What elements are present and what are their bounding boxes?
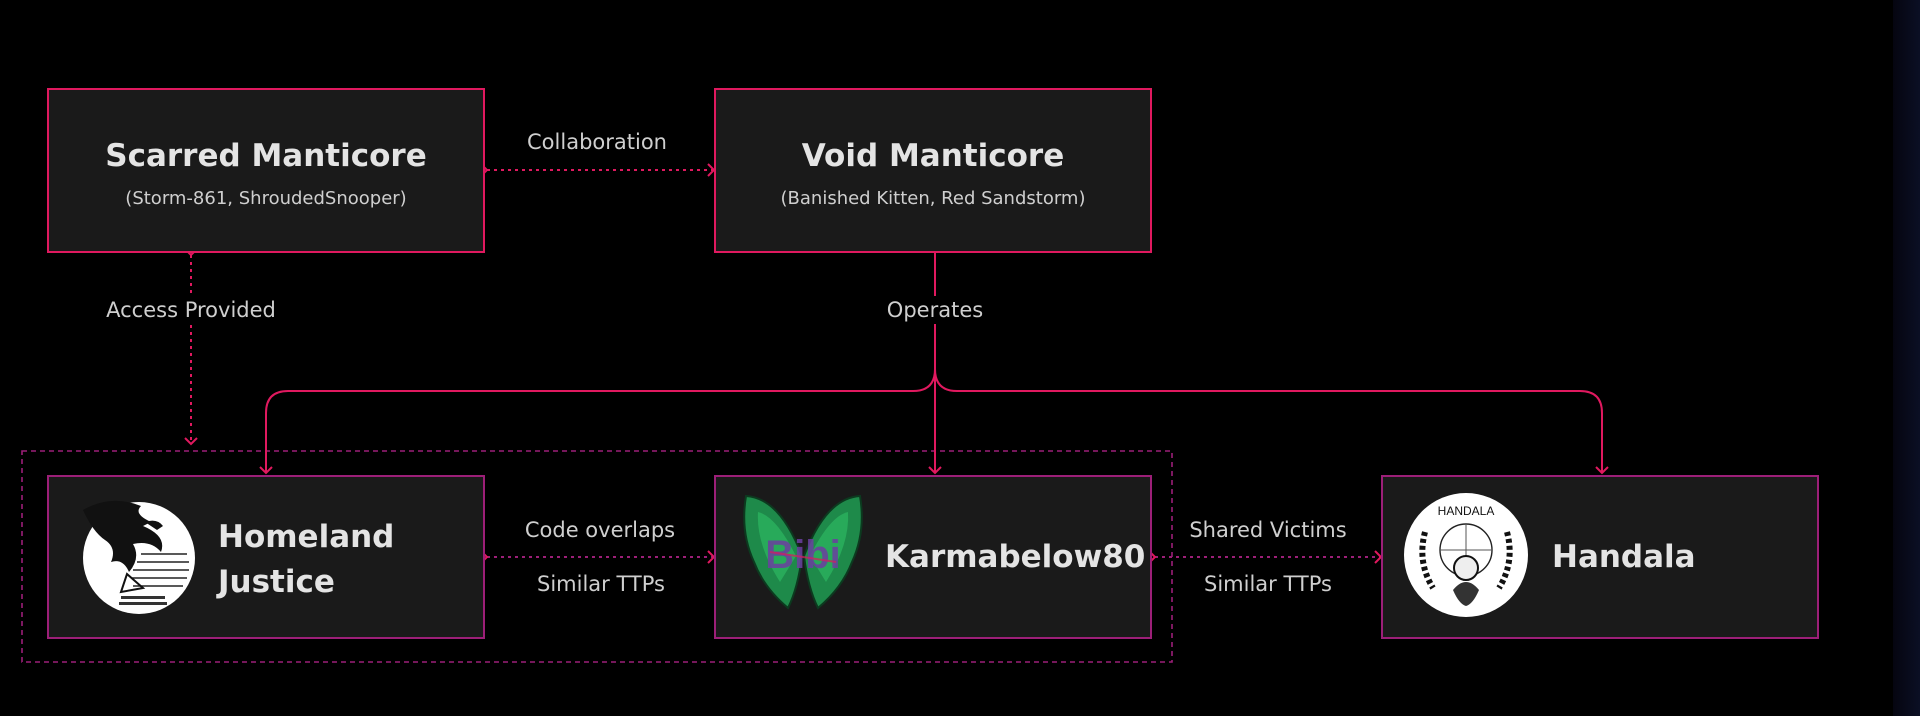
edge-label-access-provided: Access Provided (102, 296, 280, 324)
right-edge-band (1893, 0, 1920, 716)
edge-label-similar-ttps: Similar TTPs (1204, 572, 1332, 596)
operates-edge-homeland (259, 368, 936, 475)
edge-label-collaboration: Collaboration (527, 130, 667, 154)
node-title: Void Manticore (801, 138, 1065, 174)
karmabelow80-title: Karmabelow80 (885, 539, 1146, 575)
handala-title: Handala (1552, 539, 1696, 575)
node-void-manticore: Void Manticore (Banished Kitten, Red San… (714, 88, 1152, 253)
homeland-justice-eagle-icon (71, 492, 197, 618)
svg-text:Bibi: Bibi (765, 533, 841, 577)
edge-label-shared-victims: Shared Victims (1189, 518, 1347, 542)
node-homeland-justice: Homeland Justice (47, 475, 485, 639)
edge-label-operates: Operates (882, 296, 988, 324)
handala-emblem-icon: HANDALA (1403, 492, 1529, 618)
node-aliases: (Banished Kitten, Red Sandstorm) (780, 188, 1086, 209)
edge-label-similar-ttps: Similar TTPs (537, 572, 665, 596)
node-karmabelow80: Bibi Karmabelow80 (714, 475, 1152, 639)
operates-edge-handala (934, 368, 1609, 475)
edge-label-code-overlaps: Code overlaps (524, 518, 676, 542)
green-butterfly-icon: Bibi (740, 492, 866, 618)
svg-text:HANDALA: HANDALA (1438, 504, 1495, 518)
node-scarred-manticore: Scarred Manticore (Storm-861, ShroudedSn… (47, 88, 485, 253)
homeland-title-line2: Justice (218, 564, 335, 600)
homeland-title-line1: Homeland (218, 519, 395, 555)
node-aliases: (Storm-861, ShroudedSnooper) (125, 188, 407, 209)
node-title: Scarred Manticore (105, 138, 427, 174)
node-handala: HANDALA Handala (1381, 475, 1819, 639)
